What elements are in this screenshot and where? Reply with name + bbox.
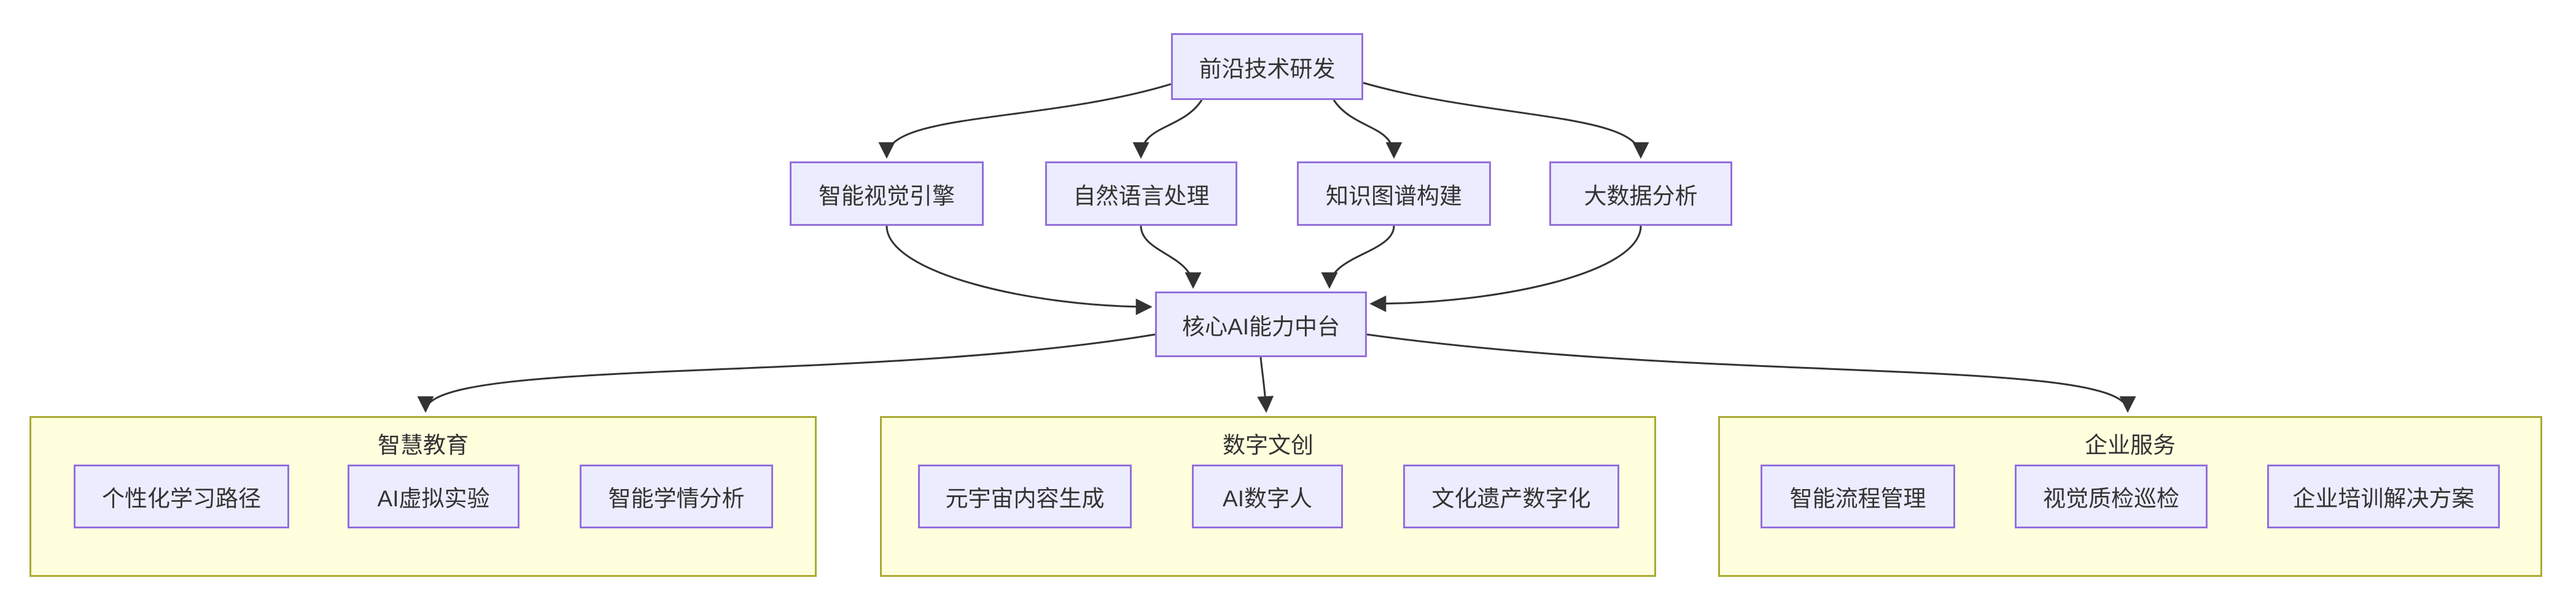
edge-root-vision <box>878 83 1172 159</box>
node-frontier-rd: 前沿技术研发 <box>1171 33 1363 100</box>
node-metaverse-content: 元宇宙内容生成 <box>918 465 1132 528</box>
node-corporate-training: 企业培训解决方案 <box>2267 465 2500 528</box>
edge-root-kg <box>1333 99 1403 159</box>
node-knowledge-graph: 知识图谱构建 <box>1297 161 1491 226</box>
node-ai-platform: 核心AI能力中台 <box>1155 291 1367 357</box>
edge-bigdata-platform <box>1369 225 1642 312</box>
node-learning-analytics: 智能学情分析 <box>580 465 773 528</box>
node-vision-engine: 智能视觉引擎 <box>790 161 984 226</box>
edge-platform-education <box>417 333 1156 413</box>
cluster-title-digital-creation: 数字文创 <box>1223 433 1313 458</box>
node-ai-digital-human: AI数字人 <box>1192 465 1343 528</box>
node-ai-virtual-lab: AI虚拟实验 <box>348 465 519 528</box>
node-big-data: 大数据分析 <box>1549 161 1732 226</box>
node-process-management: 智能流程管理 <box>1761 465 1955 528</box>
cluster-title-enterprise-services: 企业服务 <box>2085 433 2176 458</box>
edge-kg-platform <box>1321 225 1395 289</box>
edge-nlp-platform <box>1140 225 1202 289</box>
cluster-title-smart-education: 智慧教育 <box>378 433 469 458</box>
node-visual-inspection: 视觉质检巡检 <box>2015 465 2208 528</box>
node-nlp: 自然语言处理 <box>1045 161 1237 226</box>
edge-vision-platform <box>885 225 1153 315</box>
edge-root-nlp <box>1132 99 1203 159</box>
edge-platform-digital-creation <box>1257 357 1274 413</box>
edge-root-bigdata <box>1363 82 1649 159</box>
node-cultural-heritage: 文化遗产数字化 <box>1403 465 1619 528</box>
edge-platform-enterprise <box>1366 333 2136 413</box>
node-personalized-learning: 个性化学习路径 <box>74 465 289 528</box>
